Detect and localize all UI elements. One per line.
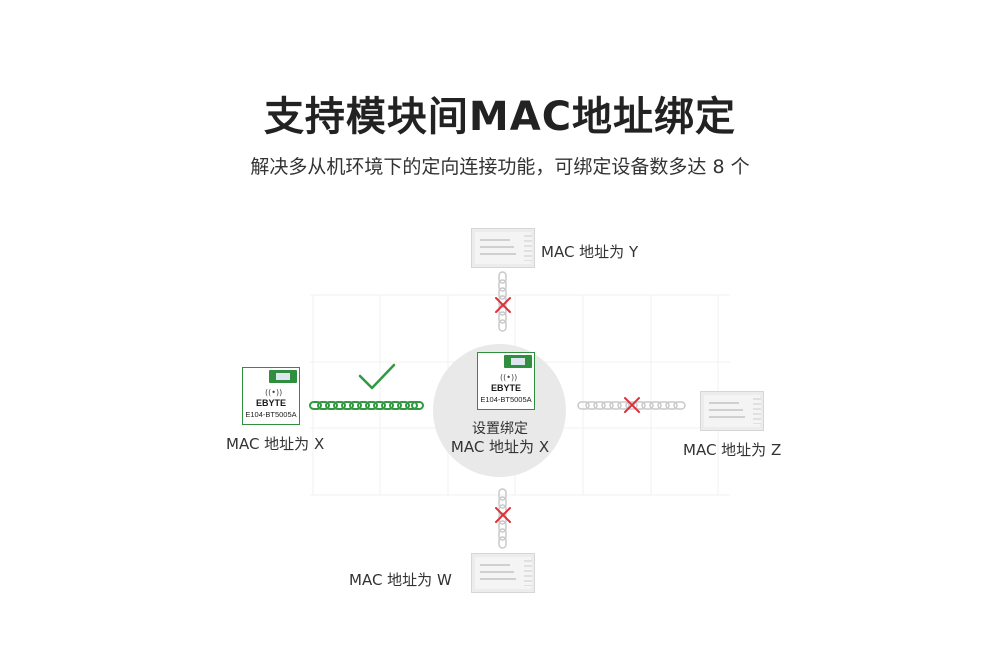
wifi-icon: ((•))	[500, 373, 518, 382]
center-caption-line2: MAC 地址为 X	[450, 438, 550, 456]
module-model: E104-BT5005A	[480, 395, 532, 404]
module-brand: EBYTE	[490, 383, 521, 393]
check-icon	[358, 363, 396, 390]
page-subtitle: 解决多从机环境下的定向连接功能，可绑定设备数多达 8 个	[250, 156, 750, 178]
module-model: E104-BT5005A	[245, 410, 297, 419]
cross-icon-top	[495, 297, 511, 313]
cross-icon-bottom	[495, 507, 511, 523]
link-right-blocked	[577, 401, 686, 410]
module-chip-icon	[504, 355, 532, 368]
bottom-node-label: MAC 地址为 W	[349, 571, 452, 589]
top-node-label: MAC 地址为 Y	[541, 243, 639, 261]
cross-icon-right	[624, 397, 640, 413]
left-module: ((•)) EBYTE E104-BT5005A	[242, 367, 300, 425]
link-left-connected	[309, 401, 424, 410]
left-node-label: MAC 地址为 X	[226, 435, 325, 453]
page-title: 支持模块间MAC地址绑定	[263, 94, 737, 140]
center-module: ((•)) EBYTE E104-BT5005A	[477, 352, 535, 410]
bottom-module	[471, 553, 535, 593]
module-chip-icon	[269, 370, 297, 383]
right-node-label: MAC 地址为 Z	[683, 441, 782, 459]
wifi-icon: ((•))	[265, 388, 283, 397]
right-module	[700, 391, 764, 431]
top-module	[471, 228, 535, 268]
module-brand: EBYTE	[255, 398, 286, 408]
center-caption-line1: 设置绑定	[472, 421, 528, 437]
